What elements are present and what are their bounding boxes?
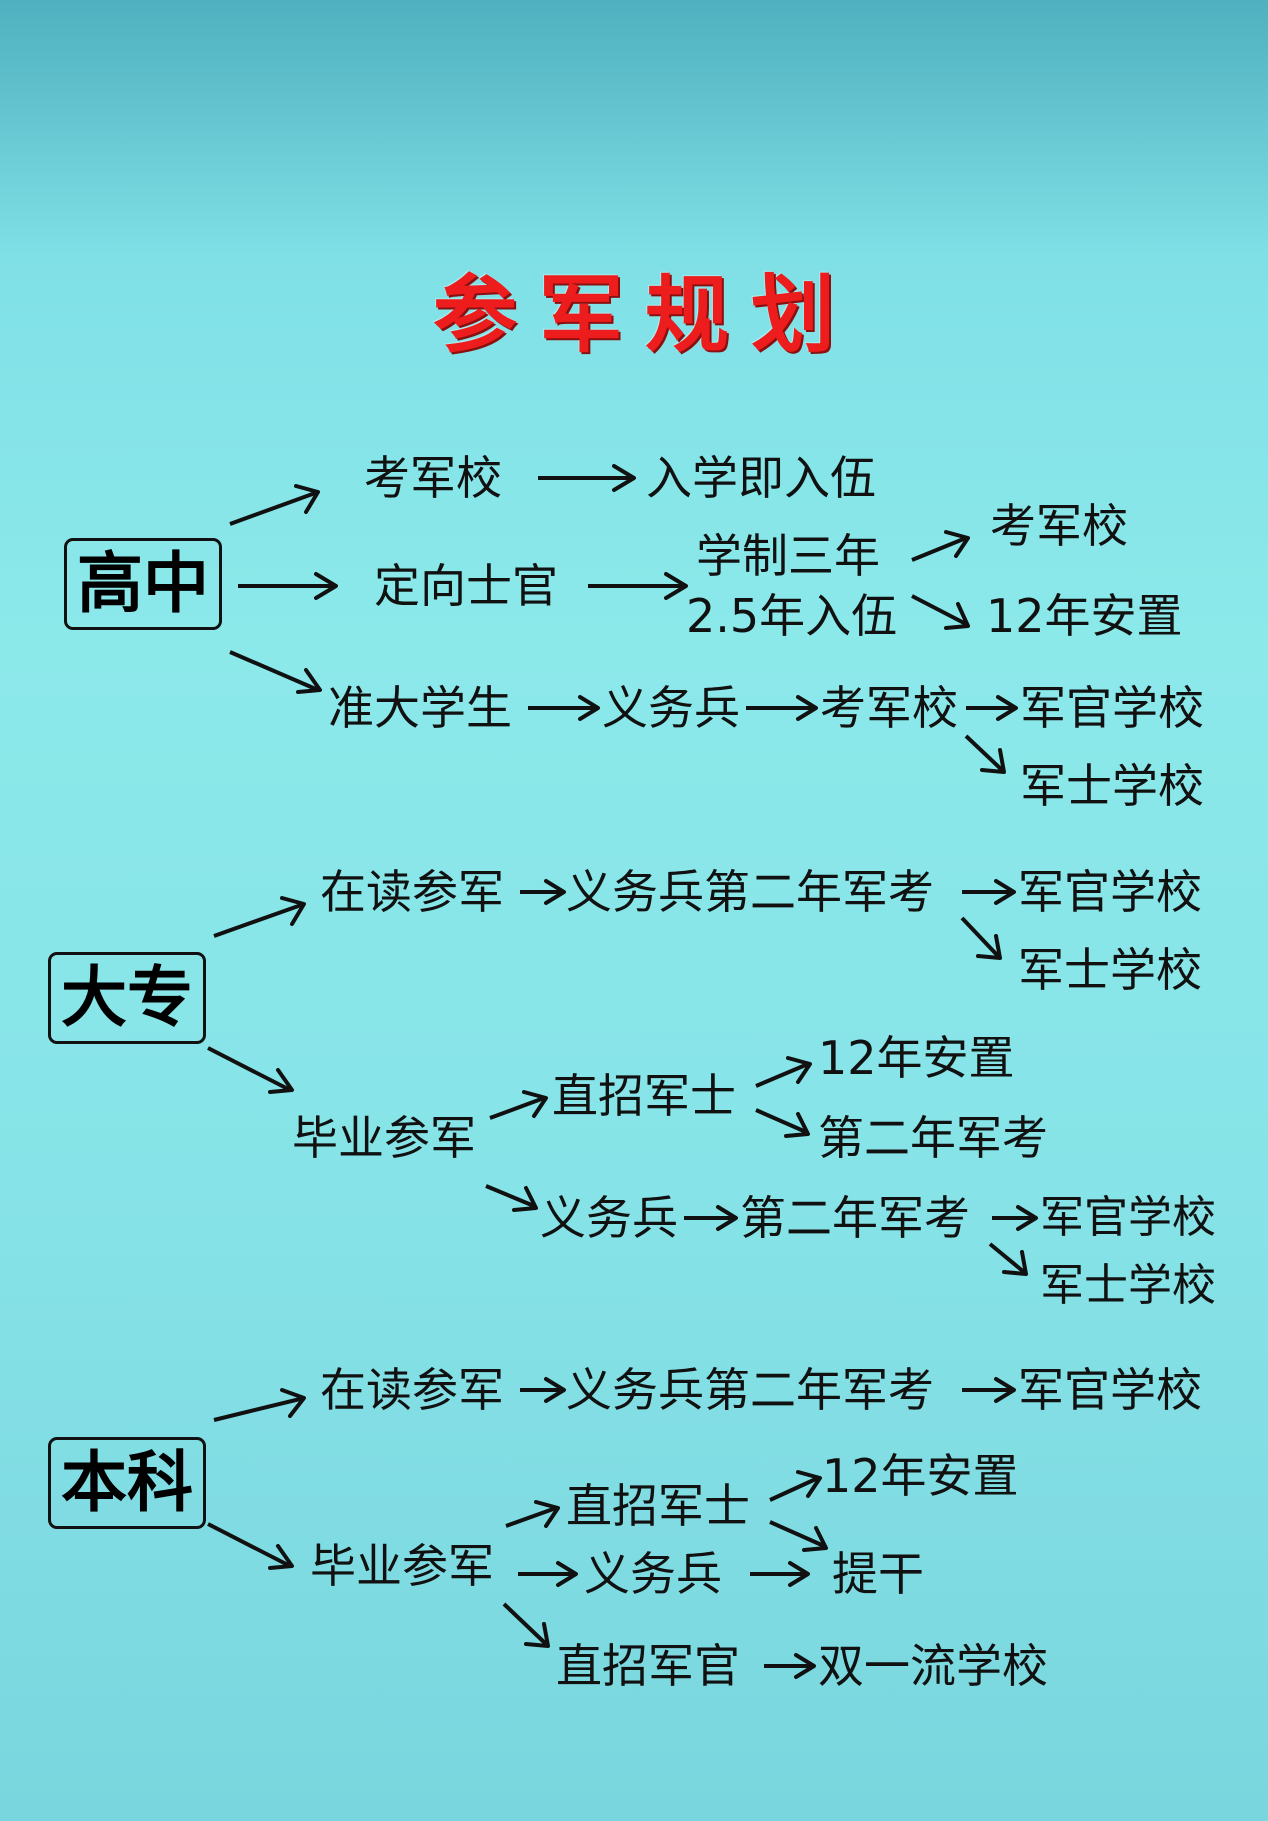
- node-benke-zaidu-canjun: 在读参军: [320, 1363, 504, 1417]
- node-gaozhong-anzhi-12: 12年安置: [986, 589, 1183, 643]
- node-dazhuan-yiwubing-kao: 义务兵第二年军考: [566, 865, 934, 919]
- category-gaozhong: 高中: [64, 538, 222, 630]
- node-benke-zhizhao-junguan: 直招军官: [556, 1639, 740, 1693]
- node-benke-biye-canjun: 毕业参军: [310, 1539, 494, 1593]
- node-benke-anzhi-12: 12年安置: [822, 1449, 1019, 1503]
- node-benke-yiwubing-kao: 义务兵第二年军考: [566, 1363, 934, 1417]
- node-benke-shuangyiliu: 双一流学校: [818, 1639, 1048, 1693]
- node-benke-zhizhao-junshi: 直招军士: [566, 1479, 750, 1533]
- node-dazhuan-biye-canjun: 毕业参军: [292, 1111, 476, 1165]
- node-dazhuan-junshi-xuexiao-2: 军士学校: [1040, 1260, 1216, 1311]
- node-dazhuan-yiwubing: 义务兵: [540, 1191, 678, 1245]
- node-benke-tigan: 提干: [832, 1547, 924, 1601]
- node-gaozhong-dingxiang-shiguan: 定向士官: [374, 559, 558, 613]
- node-benke-yiwubing: 义务兵: [584, 1547, 722, 1601]
- node-gaozhong-kaojunxiao-2: 考军校: [990, 499, 1128, 553]
- page-title: 参军规划: [432, 266, 857, 364]
- node-gaozhong-kaojunxiao-3: 考军校: [820, 681, 958, 735]
- node-benke-junguan-xuexiao: 军官学校: [1018, 1363, 1202, 1417]
- node-gaozhong-junguan-xuexiao: 军官学校: [1020, 681, 1204, 735]
- node-gaozhong-ruxue-ruwu: 入学即入伍: [646, 451, 876, 505]
- node-dazhuan-junshi-xuexiao: 军士学校: [1018, 943, 1202, 997]
- node-dazhuan-zhizhao-junshi: 直招军士: [552, 1069, 736, 1123]
- node-gaozhong-kaojunxiao: 考军校: [364, 451, 502, 505]
- node-gaozhong-zhundaxuesheng: 准大学生: [328, 681, 512, 735]
- node-gaozhong-xuezhi-sannian: 学制三年: [696, 529, 880, 583]
- node-dazhuan-dierian-junkao-2: 第二年军考: [740, 1191, 970, 1245]
- node-dazhuan-anzhi-12: 12年安置: [818, 1031, 1015, 1085]
- node-dazhuan-junguan-xuexiao: 军官学校: [1018, 865, 1202, 919]
- node-gaozhong-yiwubing: 义务兵: [602, 681, 740, 735]
- node-dazhuan-junguan-xuexiao-2: 军官学校: [1040, 1192, 1216, 1243]
- node-dazhuan-dierian-junkao: 第二年军考: [818, 1111, 1048, 1165]
- node-dazhuan-zaidu-canjun: 在读参军: [320, 865, 504, 919]
- node-gaozhong-ruwu-25: 2.5年入伍: [686, 589, 898, 643]
- node-gaozhong-junshi-xuexiao: 军士学校: [1020, 759, 1204, 813]
- category-dazhuan: 大专: [48, 952, 206, 1044]
- category-benke: 本科: [48, 1437, 206, 1529]
